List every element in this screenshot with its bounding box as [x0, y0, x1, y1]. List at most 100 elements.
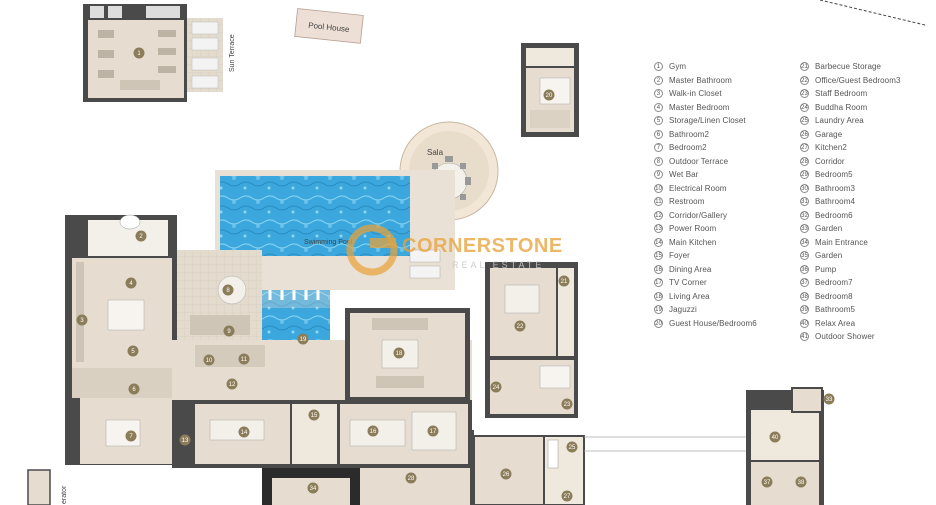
- room-marker-8: 8: [222, 284, 234, 296]
- pool-house: Pool House: [294, 8, 364, 44]
- svg-text:3: 3: [80, 318, 84, 324]
- legend-item: 39 Bathroom5: [800, 303, 901, 317]
- svg-text:27: 27: [564, 494, 571, 500]
- svg-text:22: 22: [517, 324, 524, 330]
- legend-label: Bathroom3: [815, 183, 856, 193]
- svg-text:17: 17: [430, 429, 437, 435]
- svg-text:9: 9: [227, 329, 231, 335]
- legend-label: Main Kitchen: [669, 237, 717, 247]
- legend-number: 24: [800, 102, 809, 112]
- svg-text:16: 16: [370, 429, 377, 435]
- svg-text:6: 6: [132, 387, 136, 393]
- east-block: [485, 262, 578, 418]
- room-marker-4: 4: [125, 277, 137, 289]
- legend-number: 9: [654, 170, 663, 180]
- room-marker-10: 10: [203, 354, 215, 366]
- room-marker-18: 18: [393, 347, 405, 359]
- svg-text:15: 15: [311, 413, 318, 419]
- legend-label: Master Bathroom: [669, 75, 732, 85]
- legend-label: Storage/Linen Closet: [669, 116, 746, 126]
- svg-text:20: 20: [546, 93, 553, 99]
- svg-text:1: 1: [137, 51, 141, 57]
- legend-number: 15: [654, 251, 663, 261]
- svg-text:28: 28: [408, 476, 415, 482]
- east-building: [746, 387, 824, 505]
- room-marker-21: 21: [558, 275, 570, 287]
- svg-text:26: 26: [503, 472, 510, 478]
- room-marker-12: 12: [226, 378, 238, 390]
- svg-text:21: 21: [561, 279, 568, 285]
- legend-item: 5 Storage/Linen Closet: [654, 114, 757, 128]
- legend-number: 10: [654, 183, 663, 193]
- room-marker-27: 27: [561, 490, 573, 502]
- room-marker-9: 9: [223, 325, 235, 337]
- room-marker-38: 38: [795, 476, 807, 488]
- legend-label: Kitchen2: [815, 143, 847, 153]
- legend-number: 31: [800, 197, 809, 207]
- legend-label: Foyer: [669, 251, 690, 261]
- legend-number: 6: [654, 129, 663, 139]
- room-marker-6: 6: [128, 383, 140, 395]
- legend-number: 34: [800, 237, 809, 247]
- generator-label: erator: [61, 485, 68, 504]
- pool-extension: [262, 290, 330, 340]
- legend-label: Bathroom5: [815, 305, 856, 315]
- svg-text:5: 5: [131, 349, 135, 355]
- room-marker-2: 2: [135, 230, 147, 242]
- room-marker-11: 11: [238, 353, 250, 365]
- west-wing: [65, 214, 177, 465]
- legend-label: Outdoor Terrace: [669, 156, 729, 166]
- legend-number: 19: [654, 305, 663, 315]
- svg-text:14: 14: [241, 430, 248, 436]
- legend-number: 11: [654, 197, 663, 207]
- room-marker-5: 5: [127, 345, 139, 357]
- legend-label: Buddha Room: [815, 102, 868, 112]
- legend-number: 39: [800, 305, 809, 315]
- pool-steps: [262, 290, 330, 308]
- room-marker-24: 24: [490, 381, 502, 393]
- svg-text:24: 24: [493, 385, 500, 391]
- legend-label: Outdoor Shower: [815, 332, 875, 342]
- legend-label: Barbecue Storage: [815, 62, 882, 72]
- legend-number: 3: [654, 89, 663, 99]
- legend-number: 29: [800, 170, 809, 180]
- room-marker-19: 19: [297, 333, 309, 345]
- corridor-28: [360, 468, 470, 505]
- sun-terrace-label: Sun Terrace: [229, 34, 236, 72]
- room-marker-33: 33: [823, 393, 835, 405]
- pool-house-label: Pool House: [308, 21, 351, 34]
- legend-number: 4: [654, 102, 663, 112]
- legend-label: TV Corner: [669, 278, 707, 288]
- room-marker-34: 34: [307, 482, 319, 494]
- svg-text:34: 34: [310, 486, 317, 492]
- legend-number: 14: [654, 237, 663, 247]
- legend-item: 6 Bathroom2: [654, 128, 757, 142]
- legend-label: Bedroom8: [815, 291, 853, 301]
- legend-label: Bathroom2: [669, 129, 710, 139]
- svg-text:12: 12: [229, 382, 236, 388]
- legend-number: 27: [800, 143, 809, 153]
- room-marker-23: 23: [561, 398, 573, 410]
- svg-text:2: 2: [139, 234, 143, 240]
- legend-label: Power Room: [669, 224, 717, 234]
- svg-text:25: 25: [569, 445, 576, 451]
- room-marker-3: 3: [76, 314, 88, 326]
- legend-number: 5: [654, 116, 663, 126]
